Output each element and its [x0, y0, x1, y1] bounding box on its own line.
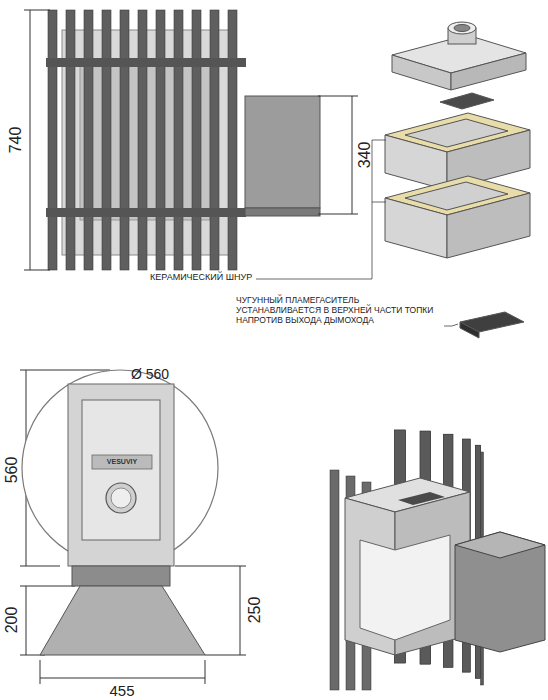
cage-bar [48, 10, 57, 270]
base [40, 586, 205, 655]
cage-bar [192, 10, 201, 270]
exploded-parts [385, 22, 530, 338]
cage-bar [66, 10, 75, 270]
cage-bar [210, 10, 219, 270]
dimension: 200 [3, 607, 21, 634]
cage-bar [156, 10, 165, 270]
cage-bar [84, 10, 93, 270]
dimension: 250 [246, 597, 264, 624]
dimension: Ø 560 [131, 366, 169, 382]
flame-plate [440, 93, 494, 109]
cage-bar [174, 10, 183, 270]
side-view [46, 10, 320, 270]
door [82, 400, 160, 540]
cage-outline [22, 370, 218, 566]
dimension: 340 [356, 142, 374, 169]
cage-bars [46, 10, 246, 270]
cage-bar [102, 10, 111, 270]
cage-band [46, 58, 246, 67]
dimension-lines [20, 10, 358, 684]
tunnel-bottom [245, 208, 320, 216]
note-text: ЧУГУННЫЙ ПЛАМЕГАСИТЕЛЬ УСТАНАВЛИВАЕТСЯ В… [236, 296, 441, 325]
cage-bar [120, 10, 129, 270]
cage-band [46, 208, 246, 217]
cutaway-view [330, 430, 545, 690]
fuel-tunnel [245, 96, 320, 208]
logo-text: VESUVIY [107, 458, 137, 466]
dimension: 455 [109, 682, 134, 699]
front-view [22, 370, 218, 655]
cage-bar [330, 470, 339, 690]
dimension: 740 [7, 127, 25, 154]
cage-bar [228, 10, 237, 270]
cage-bar [138, 10, 147, 270]
dimension: 560 [3, 457, 21, 484]
callout-text: КЕРАМИЧЕСКИЙ ШНУР [150, 272, 252, 282]
